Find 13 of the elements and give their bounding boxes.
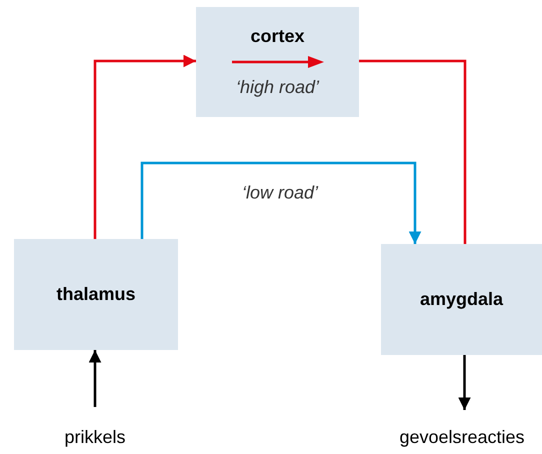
box-title: cortex bbox=[250, 25, 305, 48]
node-label: gevoelsreacties bbox=[399, 426, 525, 449]
node-label: prikkels bbox=[64, 426, 126, 449]
arrow bbox=[88, 350, 102, 407]
arrow bbox=[458, 355, 471, 410]
arrow bbox=[140, 162, 422, 244]
arrow bbox=[94, 54, 196, 239]
process-box bbox=[196, 7, 359, 117]
box-title: amygdala bbox=[420, 288, 504, 311]
box-subtitle: ‘high road’ bbox=[236, 76, 320, 99]
process-box bbox=[381, 244, 542, 355]
process-box bbox=[14, 239, 178, 350]
box-title: thalamus bbox=[56, 283, 136, 306]
